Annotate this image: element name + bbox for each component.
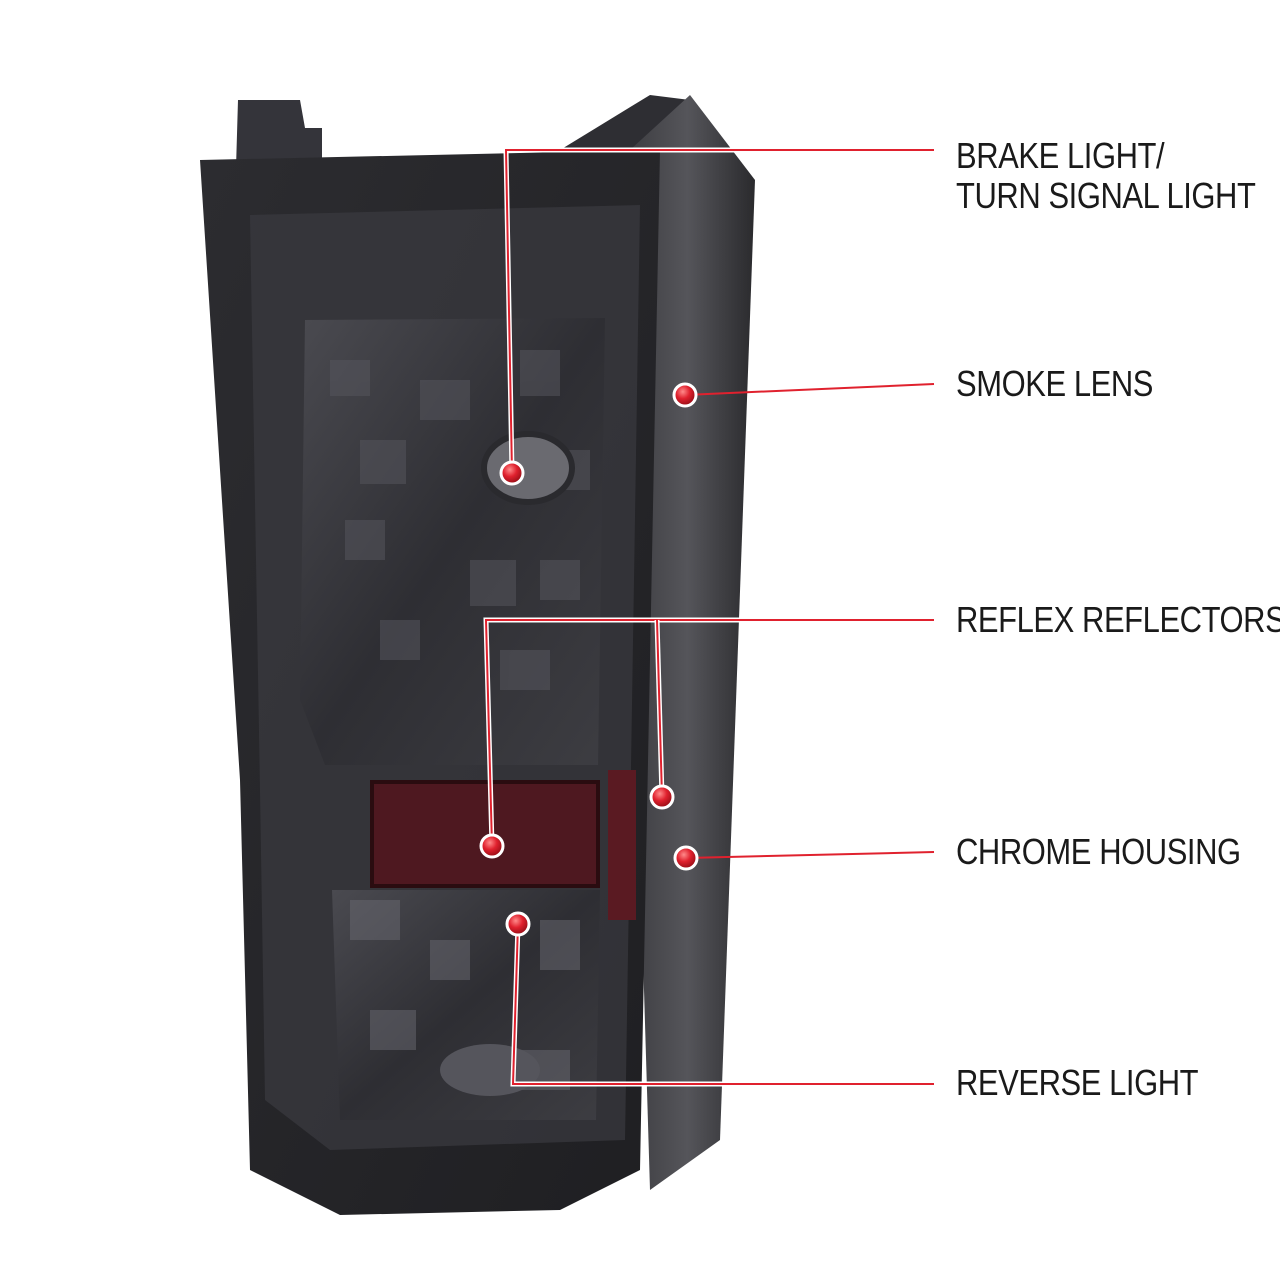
red-reflector <box>370 780 600 888</box>
callout-label-reverse-light: REVERSE LIGHT <box>956 1062 1199 1103</box>
callout-dots <box>479 382 699 937</box>
callout-dot-smoke-lens <box>672 382 698 408</box>
bulb-socket <box>481 431 575 505</box>
callout-dot-chrome-housing <box>673 845 699 871</box>
reverse-bulb <box>440 1044 540 1096</box>
callout-label-chrome-housing: CHROME HOUSING <box>956 832 1241 872</box>
red-reflector-side <box>608 770 636 920</box>
callout-label-brake-turn-line-2: TURN SIGNAL LIGHT <box>956 175 1256 216</box>
leader-lines <box>483 147 935 1087</box>
callout-dot-reverse <box>505 911 531 937</box>
callout-dot-brake-turn <box>499 460 525 486</box>
callout-label-brake-turn-line-1: BRAKE LIGHT/ <box>956 135 1165 176</box>
upper-lens-facets <box>330 350 590 690</box>
callout-label-reflex-reflectors: REFLEX REFLECTORS <box>956 600 1280 640</box>
callout-label-reverse-light-text: REVERSE LIGHT <box>956 1062 1199 1103</box>
callout-dot-reflex-a <box>479 833 505 859</box>
leader-line-smoke-lens <box>684 383 935 396</box>
callout-dot-reflex-b <box>649 784 675 810</box>
leader-line-chrome-housing <box>685 851 935 859</box>
callout-label-smoke-lens: SMOKE LENS <box>956 364 1153 404</box>
callout-label-reflex-reflectors-text: REFLEX REFLECTORS <box>956 599 1280 640</box>
callout-label-brake-turn: BRAKE LIGHT/ TURN SIGNAL LIGHT <box>956 135 1256 216</box>
callout-label-smoke-lens-text: SMOKE LENS <box>956 363 1154 404</box>
callout-label-chrome-housing-text: CHROME HOUSING <box>956 831 1241 872</box>
